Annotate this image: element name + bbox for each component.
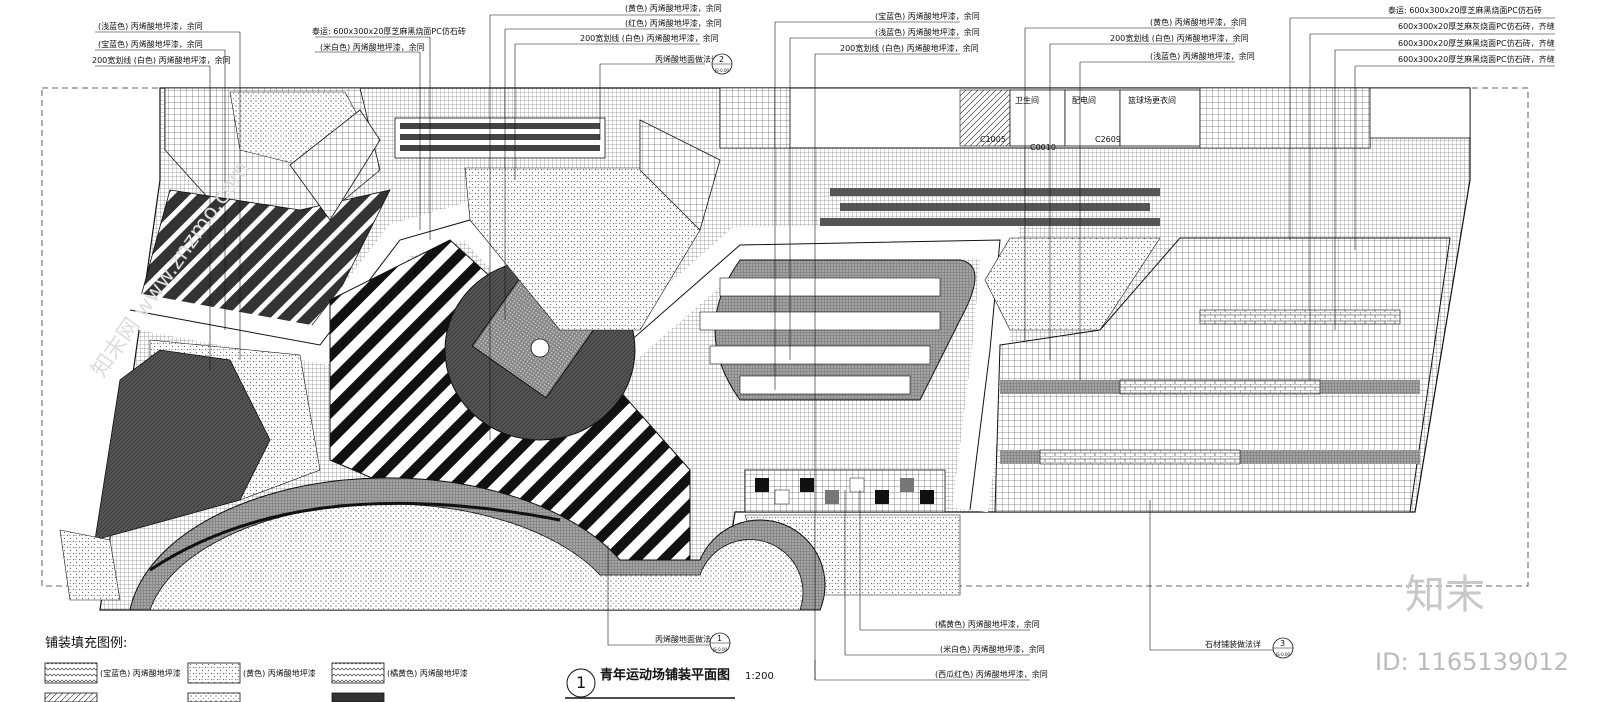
- callout-4: 泰运: 600x300x20厚芝麻黑烧面PC仿石砖: [312, 26, 466, 36]
- callout-14: 200宽划线 (白色) 丙烯酸地坪漆，余同: [1110, 33, 1249, 43]
- plan-title: 青年运动场铺装平面图: [600, 667, 730, 683]
- legend-swatch-3: [331, 662, 385, 684]
- svg-text:JS-0.00: JS-0.00: [714, 68, 730, 73]
- stair-block: [959, 89, 1011, 147]
- svg-text:JS-0.00: JS-0.00: [1275, 652, 1291, 657]
- callout-19: 600x300x20厚芝麻黑烧面PC仿石砖，齐缝: [1398, 54, 1555, 64]
- right-grid-field: [994, 237, 1451, 513]
- legend-label-3: (橘黄色) 丙烯酸地坪漆: [387, 668, 468, 678]
- plan-scale: 1:200: [745, 671, 774, 682]
- callout-bottom-5: 石材铺装做法详: [1205, 639, 1261, 649]
- callout-3: 200宽划线 (白色) 丙烯酸地坪漆，余同: [92, 55, 231, 65]
- legend-label-1: (宝蓝色) 丙烯酸地坪漆: [100, 668, 181, 678]
- watermark-id: ID: 1165139012: [1375, 648, 1569, 676]
- callout-2: (宝蓝色) 丙烯酸地坪漆，余同: [98, 39, 203, 49]
- building-grid-right: [1199, 87, 1371, 149]
- callout-6: (黄色) 丙烯酸地坪漆，余同: [625, 3, 722, 13]
- building-annex: [1369, 87, 1471, 139]
- callout-12: 200宽划线 (白色) 丙烯酸地坪漆，余同: [840, 43, 979, 53]
- track-lane-line: [149, 501, 561, 572]
- callout-leaders-bottom: [607, 490, 1275, 681]
- callout-leaders-top: [95, 14, 1555, 680]
- legend-swatch-6: [331, 692, 385, 702]
- callout-9: 丙烯酸地面做法详: [655, 54, 719, 64]
- speckled-area-bottom-left: [59, 529, 121, 601]
- callout-1: (浅蓝色) 丙烯酸地坪漆，余同: [98, 21, 203, 31]
- watermark-brand: 知末: [1405, 572, 1485, 618]
- track-infield: [149, 503, 804, 611]
- angled-grid-block-left: [289, 109, 381, 221]
- callout-10: (宝蓝色) 丙烯酸地坪漆，余同: [875, 11, 980, 21]
- callout-bottom-4: (西瓜红色) 丙烯酸地坪漆，余同: [935, 669, 1048, 679]
- callout-15: (浅蓝色) 丙烯酸地坪漆，余同: [1150, 51, 1255, 61]
- room-code-2: C0010: [1030, 143, 1056, 152]
- legend-title: 铺装填充图例:: [45, 635, 127, 651]
- legend-swatch-1: [44, 662, 98, 684]
- room-electrical: [1064, 89, 1121, 147]
- plan-title-block: 1 青年运动场铺装平面图 1:200: [565, 667, 774, 699]
- svg-text:1: 1: [717, 634, 722, 643]
- detail-marker-1[interactable]: 1 JS-0.00: [709, 632, 731, 654]
- legend-swatch-5: [187, 692, 241, 702]
- drawing-clip: [0, 615, 1600, 702]
- callout-18: 600x300x20厚芝麻黑烧面PC仿石砖，齐缝: [1398, 38, 1555, 48]
- svg-text:JS-0.00: JS-0.00: [712, 647, 728, 652]
- room-code-1: C1005: [980, 135, 1006, 144]
- paving-legend: 铺装填充图例: (宝蓝色) 丙烯酸地坪漆 (黄色) 丙烯酸地坪漆 (橘黄色) 丙…: [44, 635, 468, 702]
- right-field-bands: [1000, 309, 1420, 465]
- callout-13: (黄色) 丙烯酸地坪漆，余同: [1150, 17, 1247, 27]
- top-stripe-lines: [400, 123, 600, 151]
- room-label-locker: 篮球场更衣间: [1128, 95, 1176, 105]
- callout-11: (浅蓝色) 丙烯酸地坪漆，余同: [875, 27, 980, 37]
- room-code-3: C2609: [1095, 135, 1121, 144]
- callout-bottom-3: (米白色) 丙烯酸地坪漆，余同: [940, 644, 1045, 654]
- detail-marker-2[interactable]: 2 JS-0.00: [711, 53, 733, 75]
- room-label-electrical: 配电间: [1072, 95, 1096, 105]
- callout-5: (米白色) 丙烯酸地坪漆，余同: [320, 42, 425, 52]
- callout-8: 200宽划线 (白色) 丙烯酸地坪漆，余同: [580, 33, 719, 43]
- svg-text:3: 3: [1280, 639, 1285, 648]
- callout-17: 600x300x20厚芝麻灰烧面PC仿石砖，齐缝: [1398, 21, 1555, 31]
- room-restroom: [1009, 89, 1066, 147]
- legend-label-2: (黄色) 丙烯酸地坪漆: [243, 668, 316, 678]
- callout-16: 泰运: 600x300x20厚芝麻黑烧面PC仿石砖: [1388, 5, 1542, 15]
- bleacher-stripes: [820, 188, 1160, 226]
- callout-bottom-1: 丙烯酸地面做法详: [655, 634, 719, 644]
- room-label-restroom: 卫生间: [1015, 95, 1039, 105]
- angled-grid-block-right: [639, 119, 721, 231]
- callout-7: (红色) 丙烯酸地坪漆，余同: [625, 18, 722, 28]
- room-locker: [1119, 89, 1201, 147]
- legend-swatch-4: [44, 692, 98, 702]
- speckled-area-right: [984, 237, 1161, 331]
- mosaic-tiles: [755, 477, 934, 505]
- detail-marker-3[interactable]: 3 JS-0.00: [1272, 637, 1294, 659]
- center-marker: [530, 338, 550, 358]
- title-number: 1: [576, 673, 586, 692]
- building-grid-left: [719, 87, 791, 149]
- callout-bottom-2: (橘黄色) 丙烯酸地坪漆，余同: [935, 619, 1040, 629]
- svg-text:2: 2: [719, 55, 724, 64]
- legend-swatch-2: [187, 662, 241, 684]
